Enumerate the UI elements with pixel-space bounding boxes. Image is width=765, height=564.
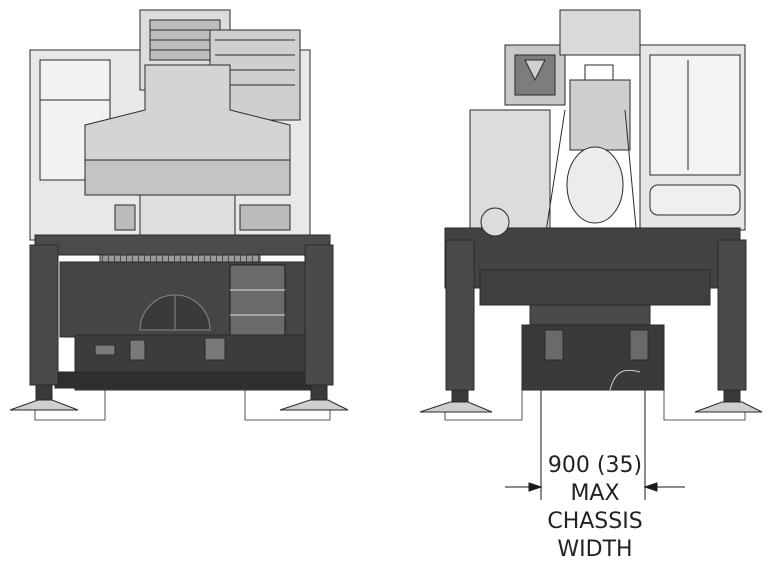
left-foot-2	[279, 399, 349, 411]
dimension-value: 900 (35)	[547, 453, 643, 478]
left-view	[9, 9, 349, 421]
dimension-label-max: MAX	[570, 481, 620, 506]
dimension-arrow-right	[643, 482, 658, 492]
chassis-width-dimension	[505, 390, 685, 500]
right-foot-2	[694, 401, 763, 413]
left-outrigger-leg-1	[29, 244, 59, 386]
right-view	[419, 9, 763, 421]
right-outrigger-leg-1	[445, 239, 475, 391]
right-outrigger-leg-2	[717, 239, 747, 391]
right-foot-1	[419, 401, 493, 413]
right-cylinder	[566, 146, 624, 224]
dimension-label-chassis: CHASSIS	[547, 509, 643, 534]
dimension-arrow-left	[528, 482, 543, 492]
left-foot-1	[9, 399, 79, 411]
dimension-label-width: WIDTH	[557, 537, 633, 562]
left-outrigger-leg-2	[304, 244, 334, 386]
left-base-beam	[34, 234, 331, 256]
